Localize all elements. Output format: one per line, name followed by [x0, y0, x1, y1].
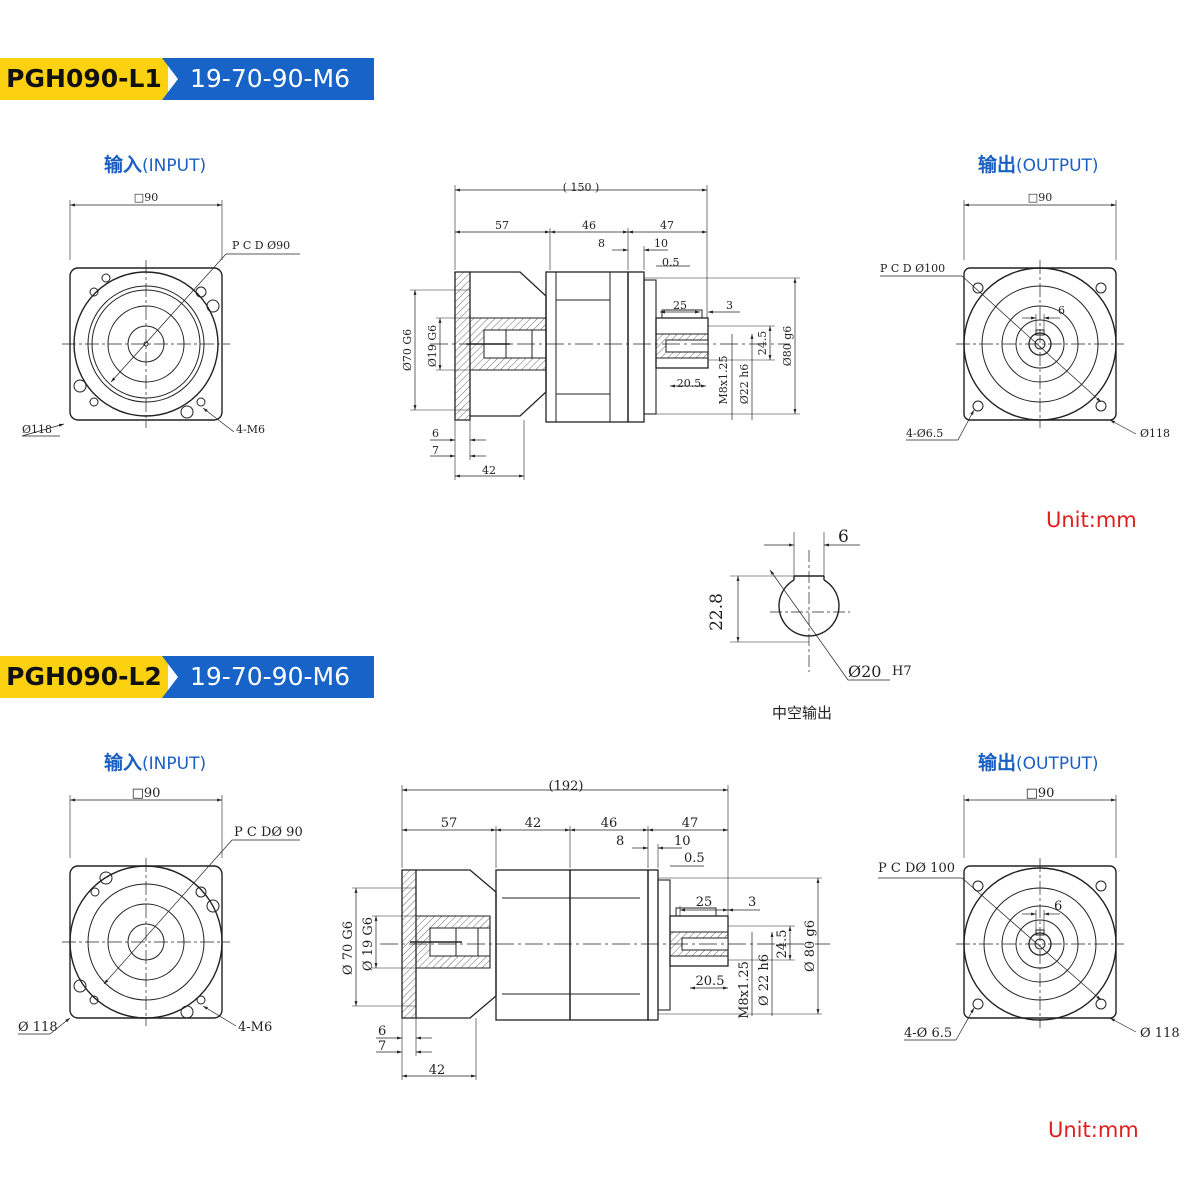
- l2-input-square-label: □90: [132, 786, 161, 801]
- l2-input-view: [18, 795, 300, 1035]
- l2-shaft-dia: Ø 22 h6: [757, 954, 772, 1006]
- l1-shaft-dia: Ø22 h6: [738, 364, 751, 405]
- banner-l2: PGH090-L2 19-70-90-M6: [0, 656, 380, 698]
- l2-dim-24-5: 24.5: [775, 930, 790, 959]
- l1-dim-0-5: 0.5: [662, 256, 680, 269]
- l1-dim-25: 25: [673, 299, 687, 312]
- l1-side-view: [410, 185, 800, 480]
- series-label: 19-70-90-M6: [162, 58, 374, 100]
- l2-dim-10: 10: [674, 834, 691, 849]
- l1-input-screw-label: 4-M6: [236, 423, 265, 436]
- l1-input-dia-label: Ø118: [22, 423, 52, 436]
- l1-input-square-label: □90: [134, 191, 158, 204]
- l2-input-screw-label: 4-M6: [238, 1020, 272, 1035]
- l1-dim-46: 46: [582, 219, 596, 232]
- l1-output-dia-label: Ø118: [1140, 427, 1170, 440]
- l1-input-pcd-label: P C D Ø90: [232, 239, 290, 252]
- l2-output-key-label: 6: [1054, 899, 1062, 914]
- l2-output-holes-label: 4-Ø 6.5: [904, 1026, 952, 1041]
- l1-output-view: [880, 200, 1137, 441]
- l1-dim-8: 8: [598, 237, 605, 250]
- l1-dim-7: 7: [432, 444, 439, 457]
- l2-output-dia-label: Ø 118: [1140, 1026, 1180, 1041]
- output-title-l2: 输出(OUTPUT): [978, 752, 1099, 774]
- l2-dim-8: 8: [616, 834, 624, 849]
- input-title-l2: 输入(INPUT): [104, 752, 207, 774]
- unit-label: Unit:mm: [1048, 1118, 1139, 1142]
- l1-output-holes-label: 4-Ø6.5: [906, 427, 943, 440]
- l1-dim-42: 42: [482, 464, 496, 477]
- hollow-key-width: 6: [838, 527, 849, 547]
- l1-dim-10: 10: [654, 237, 668, 250]
- l1-dim-6: 6: [432, 427, 439, 440]
- l1-pilot-dia: Ø80 g6: [781, 326, 794, 367]
- l1-input-pilot-dia: Ø70 G6: [401, 329, 414, 371]
- l2-input-dia-label: Ø 118: [18, 1020, 58, 1035]
- l1-output-square-label: □90: [1028, 191, 1052, 204]
- l2-thread-label: M8x1.25: [737, 961, 752, 1019]
- l2-dim-20-5: 20.5: [696, 974, 725, 989]
- l2-dim-46: 46: [601, 816, 618, 831]
- l2-dim-42: 42: [429, 1063, 446, 1078]
- hollow-detail: [730, 532, 890, 681]
- l1-dim-24-5: 24.5: [756, 331, 769, 356]
- l2-dim-42a: 42: [525, 816, 542, 831]
- hollow-depth: 22.8: [707, 593, 727, 631]
- l2-dim-6: 6: [378, 1024, 386, 1039]
- hollow-bore-dia: Ø20: [848, 662, 881, 681]
- l2-dim-0-5: 0.5: [684, 851, 705, 866]
- l2-dim-3: 3: [748, 895, 756, 910]
- hollow-bore-tol: H7: [892, 664, 912, 679]
- model-label: PGH090-L2: [0, 656, 168, 698]
- l2-input-bore-dia: Ø 19 G6: [361, 917, 376, 971]
- l2-dim-57: 57: [441, 816, 458, 831]
- l2-output-square-label: □90: [1026, 786, 1055, 801]
- unit-label: Unit:mm: [1046, 508, 1137, 532]
- l1-output-pcd-label: P C D Ø100: [880, 262, 945, 275]
- l2-side-view: [352, 785, 830, 1080]
- series-label: 19-70-90-M6: [162, 656, 374, 698]
- output-title-l1: 输出(OUTPUT): [978, 154, 1099, 176]
- l2-dim-25: 25: [696, 895, 713, 910]
- l1-dim-3: 3: [726, 299, 733, 312]
- l1-output-key-label: 6: [1058, 304, 1065, 317]
- model-label: PGH090-L1: [0, 58, 168, 100]
- l2-input-pilot-dia: Ø 70 G6: [341, 921, 356, 975]
- l2-dim-47: 47: [682, 816, 699, 831]
- l1-dim-20-5: 20.5: [677, 377, 702, 390]
- l1-total-length: ( 150 ): [563, 181, 600, 194]
- banner-l1: PGH090-L1 19-70-90-M6: [0, 58, 380, 100]
- l2-output-view: [878, 795, 1137, 1041]
- l2-input-pcd-label: P C DØ 90: [234, 825, 303, 840]
- l1-input-bore-dia: Ø19 G6: [426, 325, 439, 367]
- l1-thread-label: M8x1.25: [717, 356, 730, 405]
- l2-output-pcd-label: P C DØ 100: [878, 861, 955, 876]
- hollow-output-caption: 中空输出: [772, 704, 833, 722]
- l1-input-view: [21, 200, 300, 437]
- l1-dim-47: 47: [660, 219, 674, 232]
- l2-dim-7: 7: [378, 1039, 386, 1054]
- l2-total-length: (192): [549, 779, 584, 794]
- l1-dim-57: 57: [495, 219, 509, 232]
- l2-pilot-dia: Ø 80 g6: [803, 920, 818, 972]
- input-title-l1: 输入(INPUT): [104, 154, 207, 176]
